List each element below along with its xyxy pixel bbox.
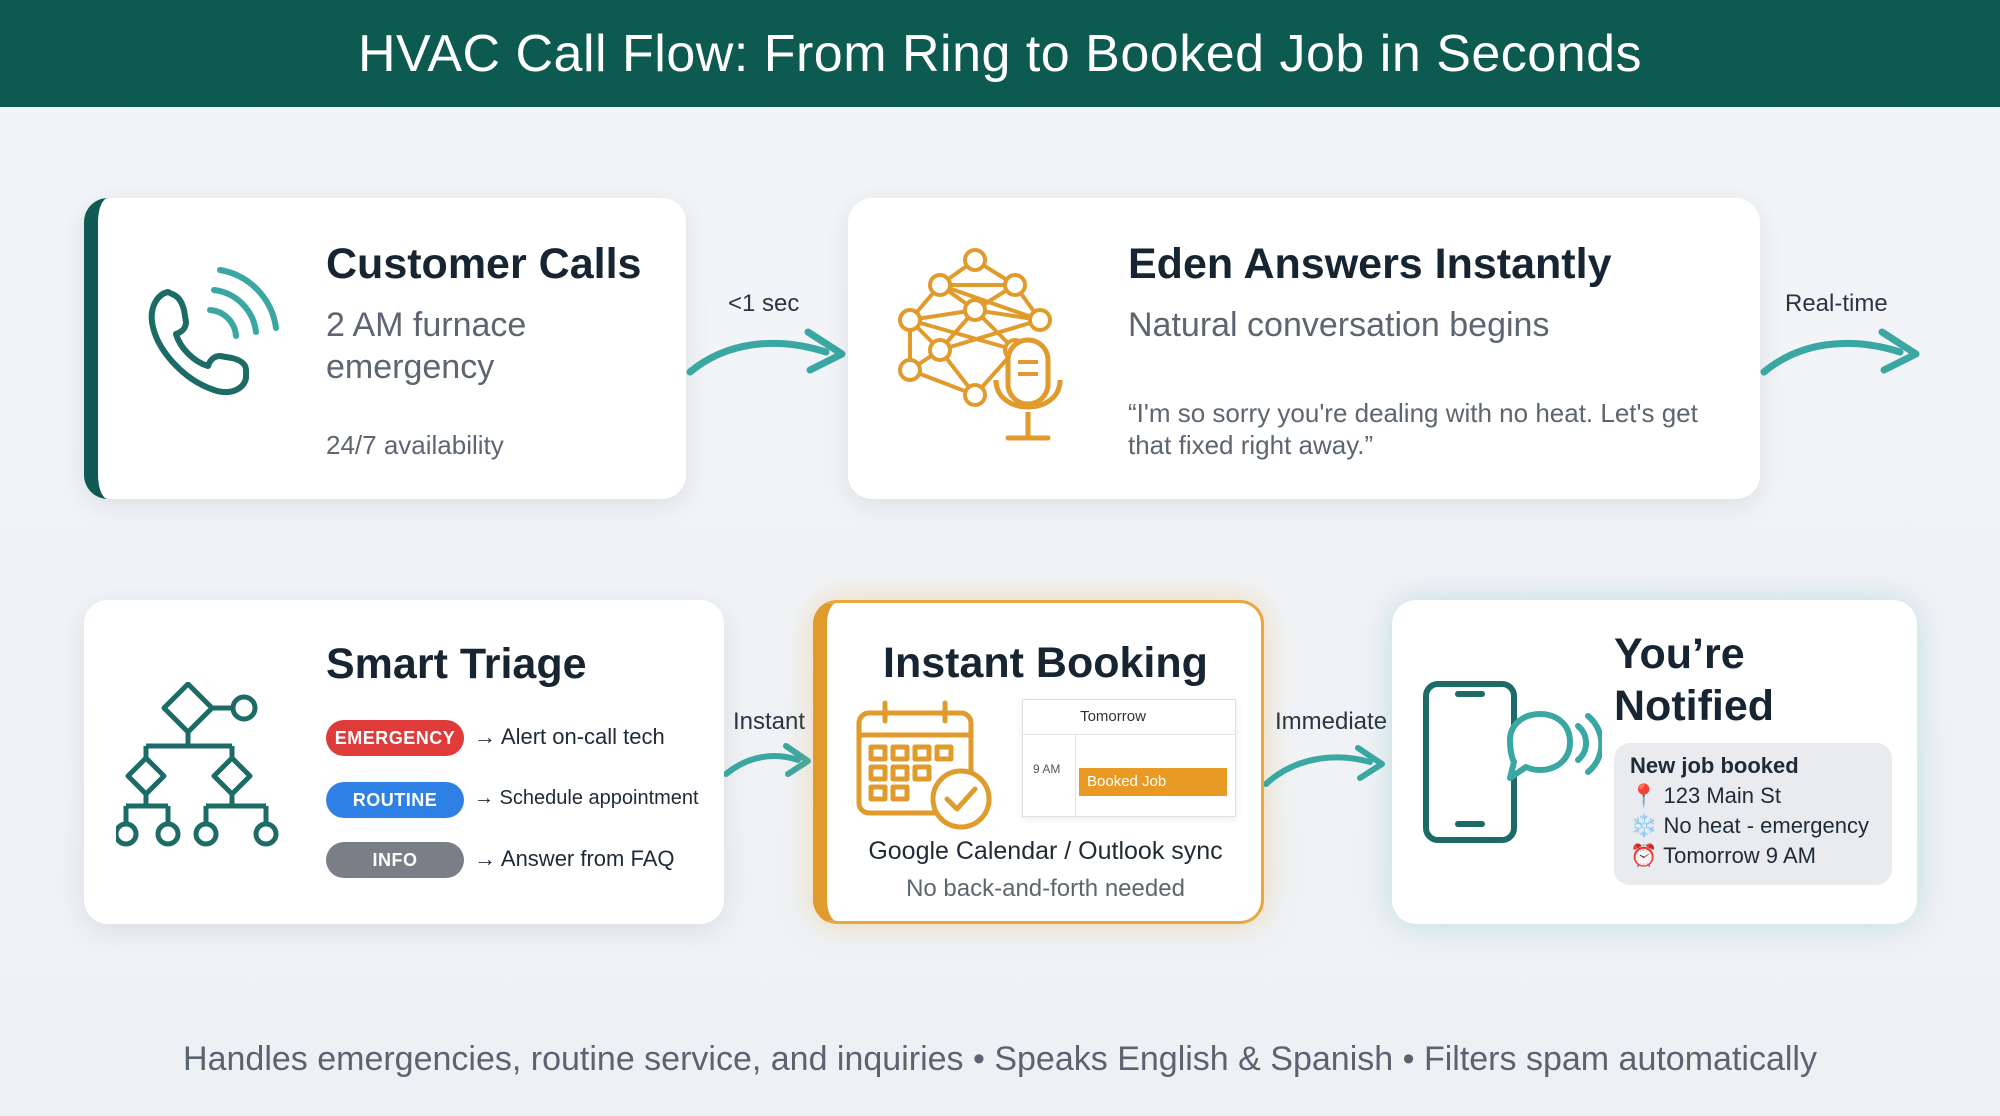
triage-action: → Answer from FAQ xyxy=(474,846,675,871)
step-title: Smart Triage xyxy=(326,640,587,688)
booking-note: No back-and-forth needed xyxy=(906,875,1185,902)
step-title: Eden Answers Instantly xyxy=(1128,240,1612,288)
step-subtitle: Natural conversation begins xyxy=(1128,306,1550,344)
notification-issue: No heat - emergency xyxy=(1663,813,1869,838)
arrow-right-icon xyxy=(1264,745,1385,787)
snowflake-icon: ❄️ xyxy=(1630,813,1658,838)
step-card-customer-calls: Customer Calls 2 AM furnace emergency 24… xyxy=(84,198,686,499)
quote-line: that fixed right away.” xyxy=(1128,430,1374,460)
arrow-right-icon xyxy=(724,743,811,777)
connector-label: Immediate xyxy=(1275,708,1388,735)
step-subtitle: 2 AM furnace xyxy=(326,306,527,344)
step-subtitle: emergency xyxy=(326,348,495,386)
emergency-badge: EMERGENCY xyxy=(326,720,464,756)
step-card-smart-triage: Smart Triage EMERGENCY → Alert on-call t… xyxy=(84,600,724,924)
calendar-divider xyxy=(1075,734,1076,816)
availability-note: 24/7 availability xyxy=(326,430,504,460)
step-title: You’re xyxy=(1614,630,1745,678)
notification-address-row: 📍 123 Main St xyxy=(1630,781,1876,811)
step-card-eden-answers: Eden Answers Instantly Natural conversat… xyxy=(848,198,1760,499)
connector-label: Real-time xyxy=(1785,290,1888,317)
alarm-clock-icon: ⏰ xyxy=(1630,843,1658,868)
quote-line: “I'm so sorry you're dealing with no hea… xyxy=(1128,398,1698,428)
arrow-right-icon xyxy=(686,328,846,376)
notification-card: New job booked 📍 123 Main St ❄️ No heat … xyxy=(1614,743,1892,885)
capabilities-footer: Handles emergencies, routine service, an… xyxy=(183,1040,1817,1078)
booked-job-event: Booked Job xyxy=(1079,768,1227,796)
routine-badge: ROUTINE xyxy=(326,782,464,818)
notification-issue-row: ❄️ No heat - emergency xyxy=(1630,811,1876,841)
calendar-sync: Google Calendar / Outlook sync xyxy=(868,837,1223,865)
notification-address: 123 Main St xyxy=(1663,783,1781,808)
notification-time: Tomorrow 9 AM xyxy=(1663,843,1816,868)
page-title: HVAC Call Flow: From Ring to Booked Job … xyxy=(0,0,2000,107)
phone-chat-icon xyxy=(1423,681,1602,843)
notification-time-row: ⏰ Tomorrow 9 AM xyxy=(1630,841,1876,871)
notification-heading: New job booked xyxy=(1630,753,1799,778)
arrow-right-icon xyxy=(1760,328,1920,376)
step-card-instant-booking: Instant Booking Tomorrow 9 AM Booked Job… xyxy=(813,600,1264,924)
triage-action: → Alert on-call tech xyxy=(474,724,665,749)
step-title: Customer Calls xyxy=(326,240,642,288)
calendar-day: Tomorrow xyxy=(1080,708,1146,725)
info-badge: INFO xyxy=(326,842,464,878)
step-card-notified: You’re Notified New job booked 📍 123 Mai… xyxy=(1392,600,1917,924)
phone-ringing-icon xyxy=(148,267,279,396)
connector-label: <1 sec xyxy=(728,290,800,317)
step-title: Notified xyxy=(1614,682,1775,730)
calendar-preview: Tomorrow 9 AM Booked Job xyxy=(1022,699,1236,817)
calendar-divider xyxy=(1023,734,1235,735)
neural-network-microphone-icon xyxy=(898,248,1063,441)
calendar-check-icon xyxy=(856,700,992,830)
triage-action: → Schedule appointment xyxy=(474,787,699,809)
pin-icon: 📍 xyxy=(1630,783,1658,808)
calendar-time: 9 AM xyxy=(1033,762,1061,776)
step-title: Instant Booking xyxy=(883,639,1208,687)
connector-label: Instant xyxy=(733,708,806,735)
decision-tree-icon xyxy=(116,682,279,847)
